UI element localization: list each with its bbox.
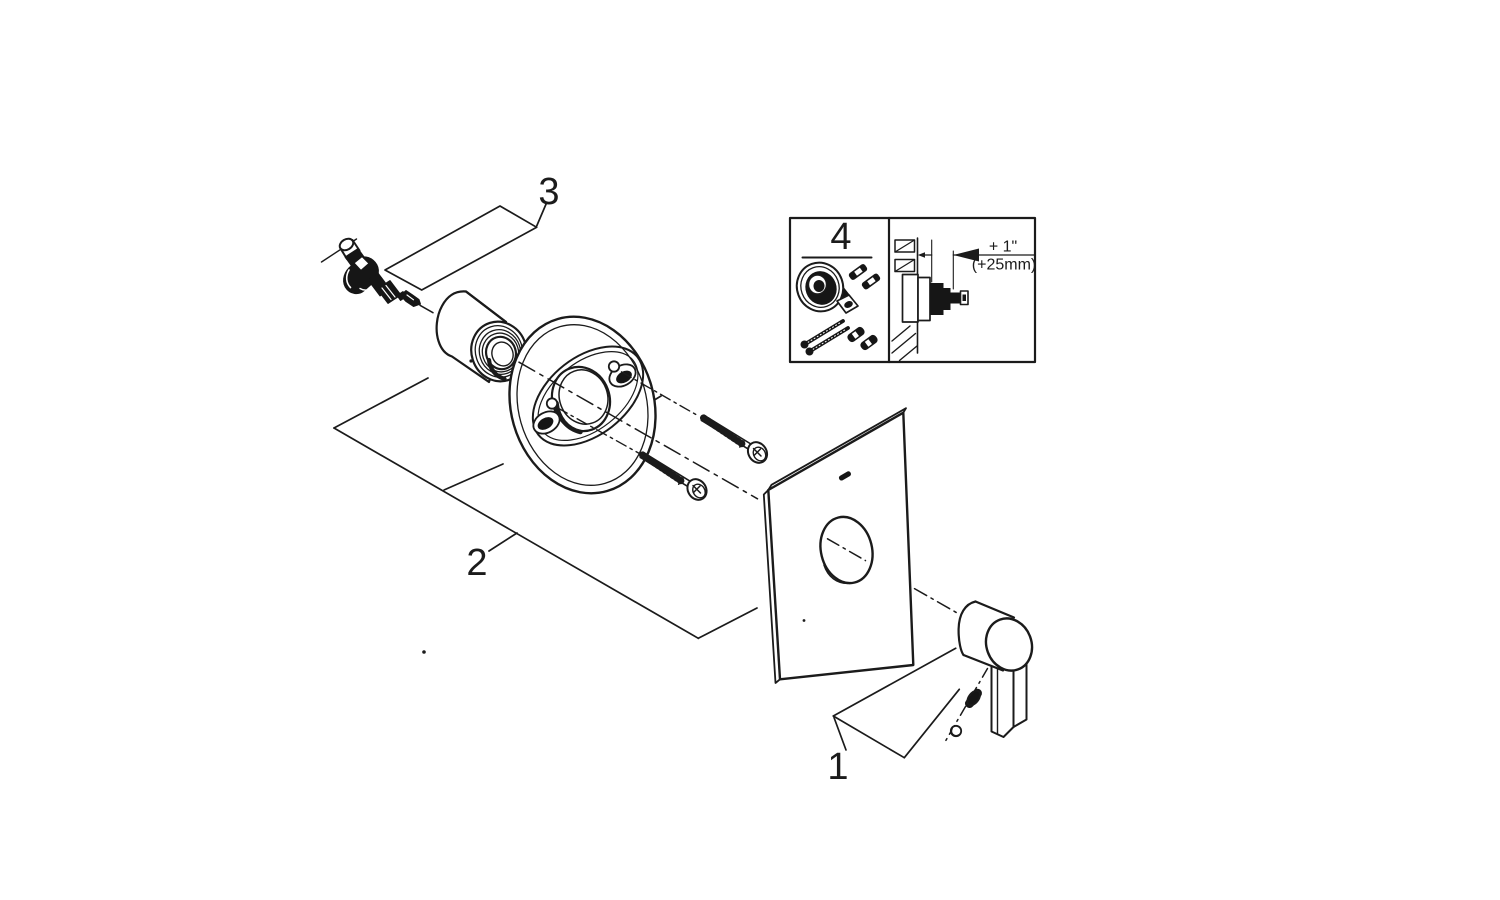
callout-1-label: 1 <box>827 746 848 788</box>
extension-studs <box>848 264 881 290</box>
extension-sleeves <box>847 326 878 351</box>
plate-hole <box>819 515 874 585</box>
extension-adapter <box>795 261 859 314</box>
logo-slot <box>838 471 852 481</box>
cover-plate <box>762 407 915 684</box>
callout-3-label: 3 <box>538 171 559 213</box>
tile-upper <box>894 239 916 253</box>
mounting-screw-upper <box>700 414 769 464</box>
inset-label: 4 <box>830 216 851 258</box>
stop-valve-handle <box>338 237 407 304</box>
main-centerline-hole <box>826 538 867 562</box>
callout-1-outline <box>832 647 961 759</box>
reference-dot <box>422 650 426 654</box>
rough-in-housing <box>901 273 919 323</box>
dimension-text-inch: + 1" <box>989 239 1017 256</box>
grub-screw <box>965 688 983 708</box>
escutcheon <box>508 315 657 495</box>
main-centerline-mid <box>518 361 759 500</box>
plug-cap <box>949 724 963 738</box>
extension-kit: 4 <box>795 216 881 356</box>
handle-screw-centerline <box>942 667 989 746</box>
tile-lower <box>894 258 916 273</box>
dimension-arrows <box>917 248 1035 262</box>
mounting-flange <box>917 276 931 322</box>
screw-centerlines <box>556 371 701 454</box>
extension-screws <box>800 319 850 356</box>
wall-hatch <box>891 325 918 362</box>
wall-section: + 1" (+25mm) <box>891 237 1036 362</box>
main-centerline-knob <box>913 587 958 614</box>
adapter-bit <box>400 290 421 307</box>
inset-box: 4 <box>788 216 1036 364</box>
mounting-screw-lower <box>639 451 708 501</box>
dimension-text-mm: (+25mm) <box>972 257 1036 274</box>
handle-knob <box>957 600 1034 672</box>
callout-3-outline <box>384 202 548 291</box>
callout-2-label: 2 <box>466 542 487 584</box>
